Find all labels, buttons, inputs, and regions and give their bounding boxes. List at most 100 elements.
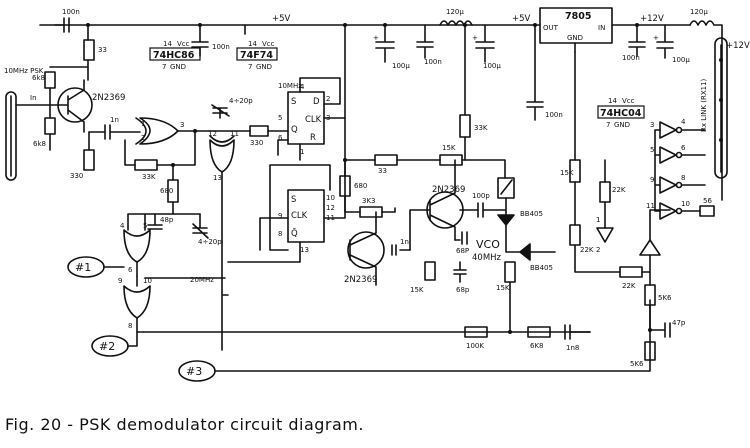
ff2-pin12: 12: [326, 204, 335, 212]
res-22k-c-label: 22K: [622, 282, 636, 290]
inv-pin10: 10: [681, 200, 690, 208]
ic1-gnd-pin: 7: [162, 63, 166, 71]
res-6k8-c-label: 6K8: [530, 342, 544, 350]
ic3-name: 74HC04: [600, 108, 642, 119]
res-5k6-a-label: 5K6: [658, 294, 672, 302]
svg-text:+: +: [653, 34, 659, 42]
ff2-pin13: 13: [300, 246, 309, 254]
res-33k-b-label: 33K: [474, 124, 488, 132]
plus12-a-label: +12V: [640, 14, 664, 24]
ff1-pin4: 4: [300, 83, 305, 91]
cap-100u-b-label: 100μ: [483, 62, 501, 70]
res-6k8-a-label: 6k8: [32, 74, 45, 82]
varicap-a-label: BB405: [520, 210, 543, 218]
cap-100n-a-label: 100n: [212, 43, 230, 51]
ff2-clk: CLK: [291, 211, 308, 221]
xor-gate-2: [209, 135, 235, 173]
varicap-b-label: BB405: [530, 264, 553, 272]
g4-pin8: 8: [128, 322, 132, 330]
res-33-top-label: 33: [98, 46, 107, 54]
g4-pin10: 10: [143, 277, 152, 285]
vco-label: VCO: [476, 238, 500, 251]
vco-freq-label: 40MHz: [472, 253, 502, 263]
res-330-b-label: 330: [250, 139, 263, 147]
inductor-120u-a: [439, 20, 473, 26]
xor-gate-1: [135, 117, 179, 145]
ff2-pin10: 10: [326, 194, 335, 202]
rx-link-label: Rx LINK (RX11): [700, 78, 708, 132]
res-22k-a-label: 22K: [580, 246, 594, 254]
ff1-clk: CLK: [305, 115, 322, 125]
ic1-vcc-pin: 14: [163, 40, 172, 48]
g2-pin13: 13: [213, 174, 222, 182]
cap-47p-label: 47p: [672, 319, 686, 327]
cap-100u-a-label: 100μ: [392, 62, 410, 70]
res-15k-c-label: 15K: [496, 284, 510, 292]
transistor-q2-label: 2N2369: [344, 275, 377, 285]
cap-100u-c-label: 100μ: [672, 56, 690, 64]
transistor-q3-label: 2N2369: [432, 185, 465, 195]
input-signal-label: 10MHz PSK: [4, 67, 44, 75]
ic3-vcc: Vcc: [622, 97, 635, 105]
g1-pin3: 3: [180, 121, 184, 129]
inv-pin2: 2: [596, 246, 600, 254]
ff1-pin5: 5: [278, 114, 282, 122]
cap-4-20p-b-label: 4÷20p: [198, 238, 222, 246]
ic3-gnd-pin: 7: [606, 121, 610, 129]
regulator-in-label: IN: [598, 24, 605, 32]
xor-gate-4: [123, 285, 151, 319]
cap-48p-label: 48p: [160, 216, 174, 224]
res-56-label: 56: [703, 197, 712, 205]
cap-100n-d-label: 100n: [545, 111, 563, 119]
inverter-bank: [654, 121, 706, 220]
ff1-r: R: [310, 133, 316, 143]
g2-pin11: 11: [230, 130, 239, 138]
marker-3-label: #3: [186, 365, 202, 378]
regulator-7805: [539, 7, 613, 44]
res-3k3-label: 3K3: [362, 197, 376, 205]
ic1-gnd: GND: [170, 63, 186, 71]
inv-pin6: 6: [681, 144, 686, 152]
res-100k-label: 100K: [466, 342, 484, 350]
ic-74f74-label: 14 Vcc 74F74 7 GND: [236, 40, 278, 71]
g4-pin9: 9: [118, 277, 122, 285]
output-connector: [714, 37, 728, 179]
ff1-pin2: 2: [326, 95, 330, 103]
res-33k-a-label: 33K: [142, 173, 156, 181]
ic2-name: 74F74: [240, 50, 273, 61]
inv-pin3: 3: [650, 121, 654, 129]
ff2-s: S: [291, 195, 296, 205]
inv-pin9: 9: [650, 176, 654, 184]
g3-pin6: 6: [128, 266, 133, 274]
svg-text:+: +: [472, 34, 478, 42]
cap-100p-label: 100p: [472, 192, 490, 200]
transistor-q2: [347, 231, 385, 269]
input-connector: [5, 91, 17, 181]
res-15k-a-label: 15K: [442, 144, 456, 152]
ic2-vcc: Vcc: [262, 40, 275, 48]
ff1-pin6: 6: [278, 134, 283, 142]
inv-pin1: 1: [596, 216, 600, 224]
res-680-b-label: 680: [354, 182, 367, 190]
regulator-name: 7805: [565, 11, 591, 22]
ic1-vcc: Vcc: [177, 40, 190, 48]
inv-pin4: 4: [681, 118, 686, 126]
g3-pin4: 4: [120, 222, 125, 230]
inverter-buffer: [596, 227, 614, 243]
f10-label: 10MHz: [278, 82, 302, 90]
ff2-pin8: 8: [278, 230, 282, 238]
ff2-qbar: Q̄: [291, 227, 298, 239]
cap-100n-top-label: 100n: [62, 8, 80, 16]
cap-68p-a-label: 68P: [456, 247, 469, 255]
cap-100n-c-label: 100n: [622, 54, 640, 62]
f20-label: 20MHz: [190, 276, 214, 284]
plus5-left-label: +5V: [272, 14, 291, 24]
marker-1-label: #1: [75, 261, 91, 274]
cap-100n-b-label: 100n: [424, 58, 442, 66]
flipflop-2: [287, 189, 325, 243]
inv-pin5: 5: [650, 146, 654, 154]
cap-1n-b-label: 1n: [400, 238, 409, 246]
res-33-label: 33: [378, 167, 387, 175]
